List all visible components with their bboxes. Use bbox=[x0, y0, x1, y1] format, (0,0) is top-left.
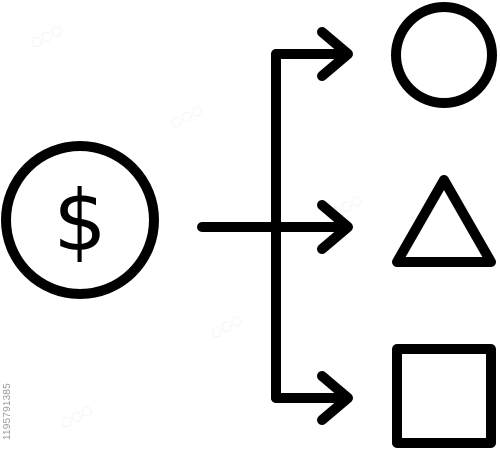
stock-id-watermark: 1195791385 bbox=[2, 383, 13, 440]
bottom-arrowhead-icon bbox=[317, 371, 353, 425]
branch-connector bbox=[197, 49, 345, 403]
square-icon bbox=[392, 344, 496, 448]
coin-outline bbox=[1, 141, 159, 299]
middle-arrowhead-icon bbox=[317, 200, 353, 254]
dollar-symbol: $ bbox=[53, 172, 106, 270]
dollar-coin-icon bbox=[1, 141, 159, 299]
triangle-icon bbox=[392, 175, 496, 267]
circle-icon bbox=[391, 2, 497, 108]
top-arrowhead-icon bbox=[317, 27, 353, 81]
